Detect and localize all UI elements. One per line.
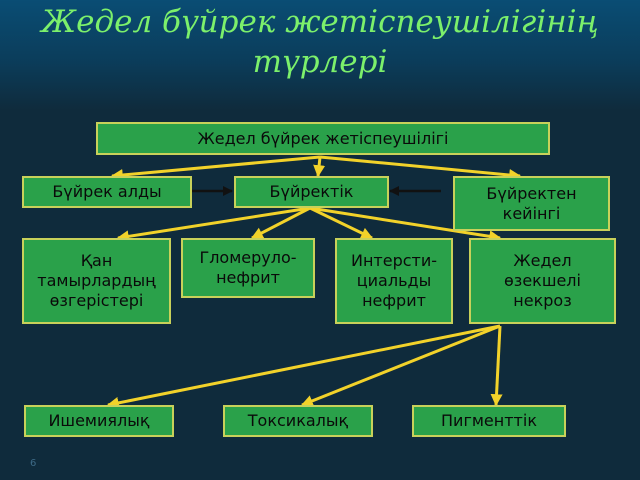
arrow-necrosis-to-ischemic xyxy=(106,324,501,409)
slide-title-line-1: Жедел бүйрек жетіспеушілігінің xyxy=(41,4,599,40)
arrow-renal-to-necrosis xyxy=(309,206,502,243)
arrow-necrosis-to-toxic xyxy=(300,324,501,407)
slide-title-line-2: түрлері xyxy=(252,44,388,80)
node-necrosis: Жедел өзекшелі некроз xyxy=(469,238,616,324)
node-interstitial: Интерсти- циальды нефрит xyxy=(335,238,453,324)
arrow-renal-to-interstitial xyxy=(309,206,374,240)
node-ischemic: Ишемиялық xyxy=(24,405,174,437)
node-postrenal: Бүйректен кейінгі xyxy=(453,176,610,231)
slide-number: 6 xyxy=(30,458,37,469)
node-pigment: Пигменттік xyxy=(412,405,566,437)
slide-title: Жедел бүйрек жетіспеушілігінің түрлері xyxy=(20,2,620,82)
node-root: Жедел бүйрек жетіспеушілігі xyxy=(96,122,550,155)
node-renal: Бүйректік xyxy=(234,176,389,208)
arrow-necrosis-to-pigment xyxy=(490,325,503,407)
arrow-root-to-renal xyxy=(313,156,326,178)
arrow-root-to-prerenal xyxy=(110,155,321,181)
node-toxic: Токсикалық xyxy=(223,405,373,437)
node-glomerulonephritis: Гломеруло- нефрит xyxy=(181,238,315,298)
node-vascular: Қан тамырлардың өзгерістері xyxy=(22,238,171,324)
node-prerenal: Бүйрек алды xyxy=(22,176,192,208)
arrow-renal-to-glomerulonephritis xyxy=(250,206,311,240)
arrow-root-to-postrenal xyxy=(319,155,522,181)
arrow-renal-to-vascular xyxy=(116,206,311,243)
